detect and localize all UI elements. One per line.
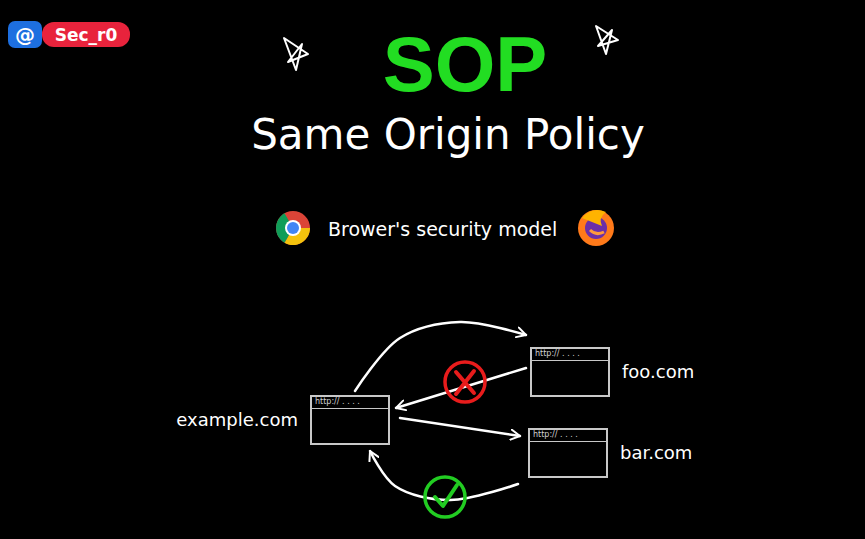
at-badge: @ (8, 21, 42, 48)
chrome-icon (276, 211, 310, 245)
url-text: http:// . . . . (535, 349, 580, 359)
window-bar (532, 360, 608, 361)
firefox-icon (578, 210, 614, 246)
browser-window: example.com http:// . . . . (176, 395, 390, 445)
allowed-mark (425, 477, 465, 517)
chrome-icon (285, 220, 301, 236)
window-bar (312, 408, 388, 409)
browser-window: http:// . . . . foo.com (530, 347, 694, 397)
browser-window: http:// . . . . bar.com (528, 428, 692, 478)
subtitle: Same Origin Policy (251, 110, 645, 160)
window-frame: http:// . . . . (528, 428, 608, 478)
blocked-mark (456, 371, 474, 394)
firefox-icon (590, 230, 604, 234)
firefox-icon (582, 210, 606, 226)
window-bar (530, 441, 606, 442)
badge-text: @ (15, 23, 35, 47)
url-text: http:// . . . . (315, 397, 360, 407)
blocked-mark (445, 362, 485, 402)
allowed-mark (435, 485, 457, 506)
blocked-mark (445, 362, 485, 402)
window-frame: http:// . . . . (310, 395, 390, 445)
star-doodle (596, 26, 618, 54)
caption-text: Brower's security model (328, 218, 557, 241)
allowed-mark (425, 477, 465, 517)
star-doodle (284, 38, 308, 70)
window-frame: http:// . . . . (530, 347, 610, 397)
domain-label: bar.com (620, 442, 692, 464)
connector-arrow (400, 418, 520, 436)
chrome-icon (287, 222, 299, 234)
domain-label: foo.com (622, 361, 694, 383)
url-text: http:// . . . . (533, 430, 578, 440)
badge-text: Sec_r0 (55, 25, 118, 45)
title: SOP (383, 22, 548, 106)
firefox-icon (578, 210, 614, 246)
handle-badge: Sec_r0 (42, 22, 130, 47)
connector-arrow (355, 322, 526, 391)
chrome-icon (276, 211, 310, 245)
domain-label: example.com (176, 409, 298, 431)
